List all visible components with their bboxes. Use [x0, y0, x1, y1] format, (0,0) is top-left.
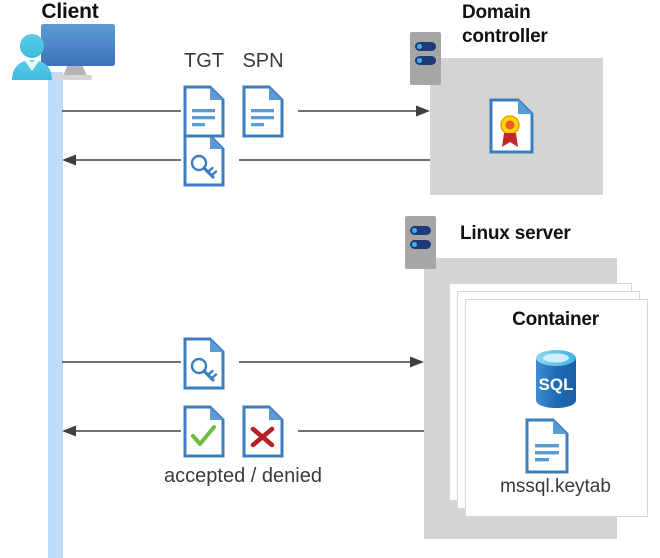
container-stack-card-front — [465, 299, 648, 517]
domain-controller-server-icon — [410, 32, 441, 85]
spn-label: SPN — [242, 50, 284, 72]
verdict-label: accepted / denied — [164, 465, 322, 487]
domain-controller-title: Domain controller — [462, 1, 652, 49]
certificate-document-icon — [489, 98, 534, 154]
client-computer-user-icon — [12, 24, 115, 80]
client-title: Client — [41, 0, 99, 23]
accepted-document-icon — [183, 405, 225, 458]
domain-controller-title-line2: controller — [462, 26, 548, 47]
tgt-document-icon — [183, 85, 225, 138]
domain-controller-title-line1: Domain — [462, 2, 531, 23]
svg-text:SQL: SQL — [539, 375, 574, 394]
linux-server-icon — [405, 216, 436, 269]
linux-server-title: Linux server — [460, 223, 571, 244]
denied-document-icon — [242, 405, 284, 458]
keytab-document-icon — [525, 418, 569, 474]
flow-2-arrow-left — [62, 154, 430, 166]
tgt-label: TGT — [184, 50, 224, 72]
container-title: Container — [512, 309, 599, 330]
client-lifeline — [48, 72, 63, 558]
spn-document-icon — [242, 85, 284, 138]
flow-3-arrow-right — [62, 356, 424, 368]
sql-database-icon: SQL — [536, 350, 576, 408]
keytab-label: mssql.keytab — [500, 476, 611, 497]
key-document-icon — [183, 134, 225, 187]
key-document-icon — [183, 337, 225, 390]
